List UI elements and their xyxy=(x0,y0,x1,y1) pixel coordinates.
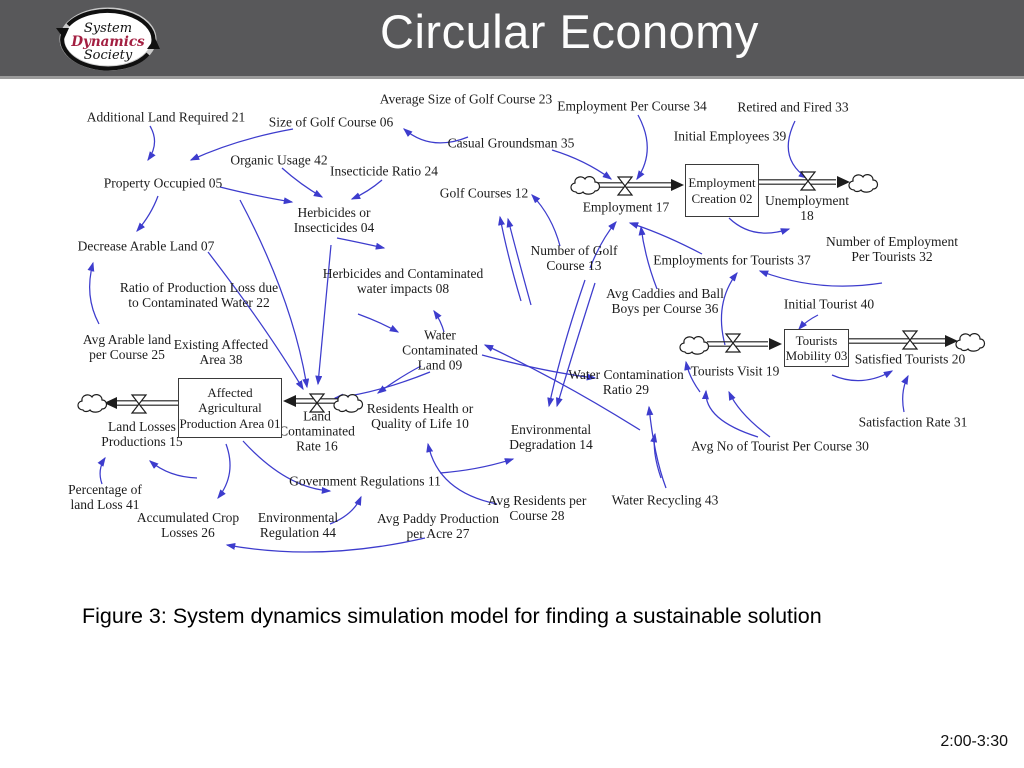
logo-text-society: Society xyxy=(84,48,133,63)
causal-arrow xyxy=(242,440,332,494)
cloud-icon xyxy=(333,394,364,413)
causal-arrow xyxy=(636,114,648,181)
causal-arrow xyxy=(239,199,310,389)
flow-valve-icon xyxy=(799,171,817,191)
causal-arrow xyxy=(403,128,469,144)
causal-arrow xyxy=(483,344,641,431)
logo-arrow-arc-bottom xyxy=(60,33,150,71)
cloud-icon xyxy=(570,176,601,195)
causal-arrow xyxy=(357,313,400,333)
causal-arrow xyxy=(336,237,386,250)
flow-arrowhead xyxy=(104,397,117,409)
causal-arrow xyxy=(628,222,703,255)
causal-arrow xyxy=(650,432,662,479)
cloud-icon xyxy=(848,174,879,193)
causal-arrow xyxy=(638,225,658,290)
causal-arrow xyxy=(498,215,522,302)
causal-arrow xyxy=(315,244,332,386)
flow-arrowhead xyxy=(671,179,684,191)
causal-arrow xyxy=(149,460,198,479)
flow-valve-icon xyxy=(616,176,634,196)
slide-title: Circular Economy xyxy=(380,5,759,58)
causal-arrow xyxy=(333,371,431,401)
causal-arrow xyxy=(136,195,159,232)
causal-arrow xyxy=(87,261,100,325)
causal-arrow xyxy=(646,405,667,489)
session-time: 2:00-3:30 xyxy=(940,733,1008,750)
flow-valve-icon xyxy=(724,333,742,353)
logo-text-dynamics: Dynamics xyxy=(70,34,145,50)
cloud-icon xyxy=(955,333,986,352)
causal-arrow xyxy=(219,186,294,205)
causal-arrow xyxy=(547,279,586,408)
slide-header: Circular Economy xyxy=(0,0,1024,79)
causal-arrow xyxy=(281,167,324,198)
flow-arrowhead xyxy=(769,338,782,350)
cloud-icon xyxy=(679,336,710,355)
causal-arrow xyxy=(555,282,596,408)
figure-caption: Figure 3: System dynamics simulation mod… xyxy=(82,604,822,628)
causal-arrow xyxy=(147,125,156,162)
causal-arrow xyxy=(728,217,791,235)
causal-arrow xyxy=(758,270,883,287)
causal-arrow xyxy=(433,309,445,333)
causal-arrow xyxy=(217,443,231,500)
causal-arrow xyxy=(701,389,759,438)
causal-arrow xyxy=(531,194,561,247)
causal-arrow xyxy=(97,456,106,485)
flow-valve-icon xyxy=(901,330,919,350)
causal-arrow xyxy=(225,537,426,553)
causal-arrow xyxy=(329,495,362,525)
causal-arrow xyxy=(426,442,498,505)
logo-arrow-arc-top xyxy=(66,8,156,45)
causal-arrow xyxy=(207,251,304,391)
causal-arrow xyxy=(350,179,383,200)
causal-arrow xyxy=(589,221,617,269)
flow-arrowhead xyxy=(283,395,296,407)
flow-arrowhead xyxy=(945,335,958,347)
causal-arrow xyxy=(798,314,819,330)
logo-arrowhead-left xyxy=(56,28,69,39)
causal-arrow xyxy=(787,120,809,179)
flow-valve-icon xyxy=(308,393,326,413)
logo-text-system: System xyxy=(84,21,132,36)
logo-arrowhead-right xyxy=(147,38,160,49)
causal-arrow xyxy=(189,128,294,161)
flow-valve-icon xyxy=(130,394,148,414)
causal-arrow xyxy=(720,271,738,346)
cloud-icon xyxy=(77,394,108,413)
causal-arrow xyxy=(684,360,701,393)
causal-arrow xyxy=(506,217,532,306)
causal-arrow xyxy=(901,374,909,413)
system-dynamics-society-logo: System Dynamics Society xyxy=(56,7,160,71)
causal-arrow xyxy=(551,149,613,180)
causal-arrow xyxy=(831,370,894,382)
causal-arrow xyxy=(728,390,771,438)
causal-arrow xyxy=(439,458,515,474)
flow-arrowhead xyxy=(837,176,850,188)
causal-arrow xyxy=(481,354,597,381)
causal-arrow xyxy=(376,365,422,394)
